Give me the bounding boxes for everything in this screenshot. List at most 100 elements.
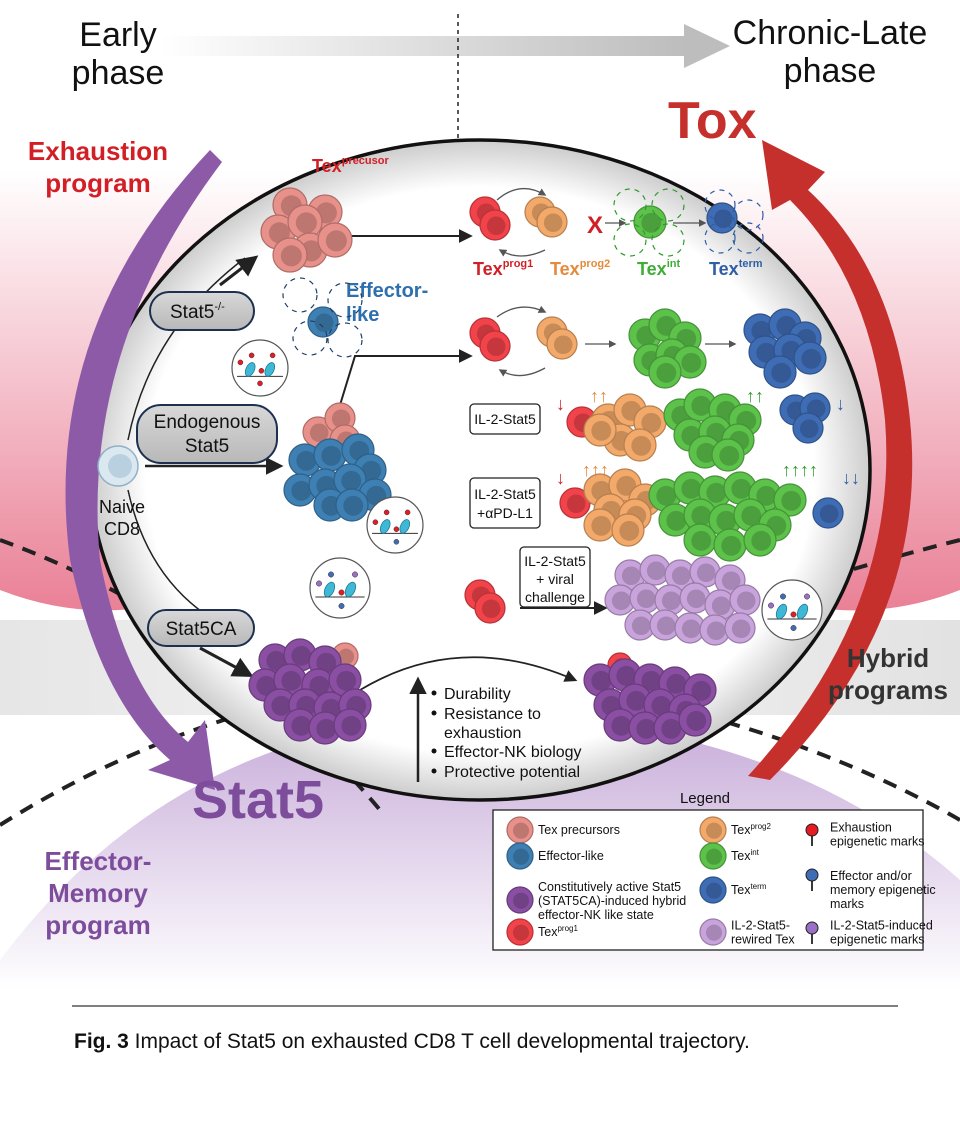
- effector-memory-label-2: Memory: [48, 878, 148, 908]
- tex-int-cluster: [648, 471, 807, 562]
- epigenetic-mark-icon: [393, 539, 400, 545]
- svg-text:Texprecusor: Texprecusor: [312, 155, 389, 176]
- tex-int-cluster-cell: [733, 498, 767, 532]
- ghost-cell: [613, 188, 647, 222]
- legend-title: Legend: [680, 790, 730, 807]
- ghost-cell: [704, 222, 736, 254]
- tex-int-cluster: [628, 308, 707, 389]
- tex-prog2-cell: [536, 206, 568, 238]
- legend-item-effector-like: Effector-like: [506, 842, 604, 870]
- rewired-tex-cluster-cell: [654, 584, 686, 616]
- il2-stat5-viral-label-2: + viral: [536, 571, 574, 587]
- change-pdl1-prog2: ↑↑↑: [582, 460, 609, 480]
- ghost-cells: [282, 188, 764, 358]
- epigenetic-mark-icon: [316, 580, 322, 587]
- legend-swatch: [699, 876, 727, 904]
- benefit-effector-nk: Effector-NK biology: [444, 744, 582, 761]
- epigenetic-mark-icon: [805, 823, 819, 837]
- benefit-durability: Durability: [444, 686, 511, 703]
- nucleosome-icon: [775, 603, 788, 620]
- tex-term-cluster-cell: [792, 412, 824, 444]
- tex-term-sup: term: [739, 258, 763, 270]
- tex-int-cluster-cell: [743, 523, 777, 557]
- endogenous-label-1: Endogenous: [154, 412, 261, 433]
- tex-term-cell: [812, 497, 844, 529]
- tex-prog1-label: Tex: [473, 259, 503, 279]
- epigenetic-mark-icon: [768, 602, 774, 609]
- tex-prog2-cluster-cell: [611, 513, 645, 547]
- legend-item-tex-prog1: Texprog1: [506, 918, 578, 946]
- endogenous-effector-cluster-cell: [313, 438, 347, 472]
- tex-precursor-cluster: [260, 187, 353, 273]
- early-phase-label-2: phase: [72, 54, 165, 92]
- stat5-arrow: [65, 150, 222, 790]
- il2-stat5-pdl1-label-1: IL-2-Stat5: [474, 486, 536, 502]
- legend-label: marks: [830, 897, 864, 911]
- legend-swatch: [506, 816, 534, 844]
- rewired-tex-cluster-cell: [699, 614, 731, 646]
- tex-precursor-sup: precusor: [342, 155, 390, 167]
- effector-like-label-2: like: [346, 304, 379, 326]
- hybrid-effector-nk-cluster-cell: [618, 683, 652, 717]
- epigenetic-mark-icon: [804, 593, 810, 600]
- legend-swatch: [506, 918, 534, 946]
- tex-int-cluster-cell: [723, 471, 757, 505]
- arrow-stat5ca-to-hybrid: [359, 656, 578, 691]
- epigenetic-mark-icon: [383, 509, 390, 516]
- legend-label: (STAT5CA)-induced hybrid: [538, 894, 686, 908]
- legend-label: Exhaustion: [830, 821, 892, 835]
- arrow-stat5ca: [199, 646, 254, 677]
- hybrid-effector-nk-cluster-cell: [678, 703, 712, 737]
- legend-swatch: [699, 918, 727, 946]
- svg-text:Texint: Texint: [637, 258, 680, 279]
- ghost-cell: [613, 223, 647, 257]
- svg-text:Texprog1: Texprog1: [473, 258, 533, 279]
- benefit-resistance: Resistance to: [444, 706, 541, 723]
- rewired-tex-cluster-cell: [649, 609, 681, 641]
- epigenetic-mark-icon: [269, 352, 276, 359]
- legend-swatch: [506, 886, 534, 914]
- il2-stat5-viral-label-1: IL-2-Stat5: [524, 553, 586, 569]
- change-pdl1-int: ↑↑↑↑: [782, 460, 818, 480]
- legend-label: Constitutively active Stat5: [538, 880, 681, 894]
- svg-text:Texprog2: Texprog2: [550, 258, 610, 279]
- tex-term-cluster-cell: [763, 355, 797, 389]
- tex-term-cluster: [779, 392, 831, 444]
- ghost-cell: [651, 188, 685, 222]
- benefit-resistance-2: exhaustion: [444, 725, 521, 742]
- tex-prog2-cluster-cell: [583, 508, 617, 542]
- tex-precursor-cluster-cell: [317, 222, 353, 258]
- pill-stat5-ko: Stat5-/-: [149, 291, 255, 331]
- rewired-tex-cluster-cell: [724, 612, 756, 644]
- tex-int-cluster-cell: [683, 523, 717, 557]
- hybrid-programs-label-1: Hybrid: [847, 643, 929, 673]
- legend: Tex precursorsEffector-likeConstitutivel…: [506, 816, 936, 947]
- legend-swatch: [699, 816, 727, 844]
- legend-swatch: [699, 842, 727, 870]
- effector-like-cell: [307, 306, 339, 338]
- inset-endogenous-precursor: [231, 339, 289, 397]
- tex-prog2-cluster: [583, 468, 662, 547]
- hybrid-effector-nk-cluster: [583, 658, 717, 745]
- tex-term-label: Tex: [709, 259, 739, 279]
- effector-memory-label-3: program: [45, 910, 150, 940]
- arrow-endogenous-to-prog: [339, 349, 473, 406]
- stat5ca-cluster-cell: [308, 711, 342, 745]
- tex-int-cluster-cell: [683, 498, 717, 532]
- legend-label: IL-2-Stat5-: [731, 919, 790, 933]
- inset-rewired: [761, 579, 823, 641]
- epigenetic-mark-icon: [338, 603, 345, 609]
- legend-item-tex-term: Texterm: [699, 876, 767, 904]
- effector-like-label-1: Effector-: [346, 280, 428, 302]
- epigenetic-mark-icon: [780, 593, 786, 600]
- tex-int-cluster-cell: [673, 345, 707, 379]
- inset-stat5ca: [309, 557, 371, 619]
- tex-prog1-sup: prog1: [503, 258, 534, 270]
- stat5-label: Stat5: [192, 770, 324, 830]
- legend-item-tex-precursor: Tex precursors: [506, 816, 620, 844]
- ghost-cell: [292, 320, 328, 356]
- pill-endogenous: Endogenous Stat5: [136, 404, 278, 464]
- endogenous-effector-cluster-cell: [335, 488, 369, 522]
- legend-label: Effector and/or: [830, 869, 912, 883]
